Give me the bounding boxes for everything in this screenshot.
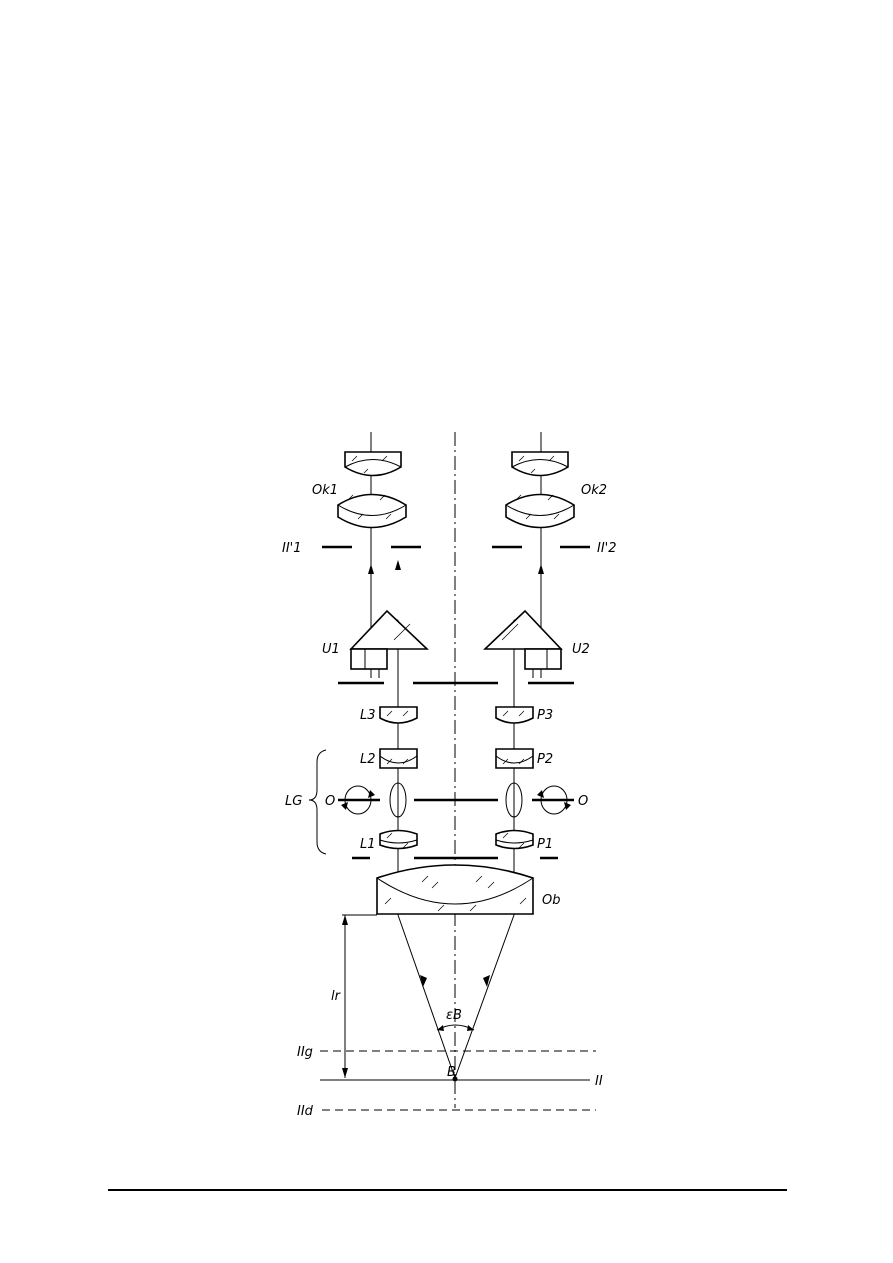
svg-text:IIg: IIg bbox=[297, 1045, 313, 1060]
eyepiece-ok1 bbox=[337, 451, 407, 529]
eyepiece-ok2 bbox=[505, 451, 575, 529]
label-lr: lr bbox=[331, 989, 342, 1004]
prism-u1 bbox=[349, 609, 430, 670]
label-ii: II bbox=[595, 1074, 603, 1089]
svg-text:Ob: Ob bbox=[542, 893, 560, 908]
label-ok2: Ok2 bbox=[581, 483, 607, 498]
label-iig: IIg bbox=[297, 1045, 313, 1060]
ray-cone bbox=[397, 914, 515, 1079]
lens-p2 bbox=[495, 748, 534, 769]
svg-text:Ok2: Ok2 bbox=[581, 483, 607, 498]
svg-text:IId: IId bbox=[297, 1104, 314, 1119]
svg-text:L3: L3 bbox=[360, 708, 376, 723]
footer-rule bbox=[108, 1189, 787, 1191]
objective-ob bbox=[376, 864, 534, 915]
label-eps: εB bbox=[446, 1008, 462, 1023]
lens-p3 bbox=[495, 706, 534, 724]
svg-text:lr: lr bbox=[331, 989, 342, 1004]
svg-text:II'2: II'2 bbox=[597, 541, 617, 556]
lens-p1 bbox=[495, 829, 534, 850]
label-lg: LG bbox=[285, 794, 302, 809]
svg-text:L1: L1 bbox=[360, 837, 376, 852]
svg-text:O: O bbox=[578, 794, 588, 809]
label-o-left: O bbox=[325, 794, 335, 809]
svg-text:εB: εB bbox=[446, 1008, 462, 1023]
point-b bbox=[452, 1076, 458, 1082]
label-p3: P3 bbox=[537, 708, 553, 723]
lens-l1 bbox=[379, 829, 418, 850]
label-u1: U1 bbox=[322, 642, 340, 657]
svg-text:P3: P3 bbox=[537, 708, 553, 723]
label-o-right: O bbox=[578, 794, 588, 809]
svg-text:O: O bbox=[325, 794, 335, 809]
svg-text:L2: L2 bbox=[360, 752, 376, 767]
label-l2: L2 bbox=[360, 752, 376, 767]
lens-l2 bbox=[379, 748, 418, 769]
svg-text:U1: U1 bbox=[322, 642, 340, 657]
prism-u2 bbox=[482, 609, 563, 670]
lg-brace bbox=[308, 749, 327, 855]
label-l3: L3 bbox=[360, 708, 376, 723]
svg-text:P2: P2 bbox=[537, 752, 553, 767]
label-ii1: II'1 bbox=[282, 541, 302, 556]
label-b: B bbox=[447, 1065, 456, 1080]
svg-text:Ok1: Ok1 bbox=[312, 483, 338, 498]
svg-text:P1: P1 bbox=[537, 837, 553, 852]
lr-dimension bbox=[342, 914, 377, 1078]
label-p1: P1 bbox=[537, 837, 553, 852]
svg-text:II: II bbox=[595, 1074, 603, 1089]
label-iid: IId bbox=[297, 1104, 314, 1119]
svg-text:U2: U2 bbox=[572, 642, 590, 657]
label-u2: U2 bbox=[572, 642, 590, 657]
rotation-axis-o bbox=[338, 782, 574, 818]
svg-text:LG: LG bbox=[285, 794, 302, 809]
label-p2: P2 bbox=[537, 752, 553, 767]
label-l1: L1 bbox=[360, 837, 376, 852]
label-ok1: Ok1 bbox=[312, 483, 338, 498]
lens-l3 bbox=[379, 706, 418, 724]
svg-text:II'1: II'1 bbox=[282, 541, 302, 556]
label-ob: Ob bbox=[542, 893, 560, 908]
svg-text:B: B bbox=[447, 1065, 456, 1080]
label-ii2: II'2 bbox=[597, 541, 617, 556]
